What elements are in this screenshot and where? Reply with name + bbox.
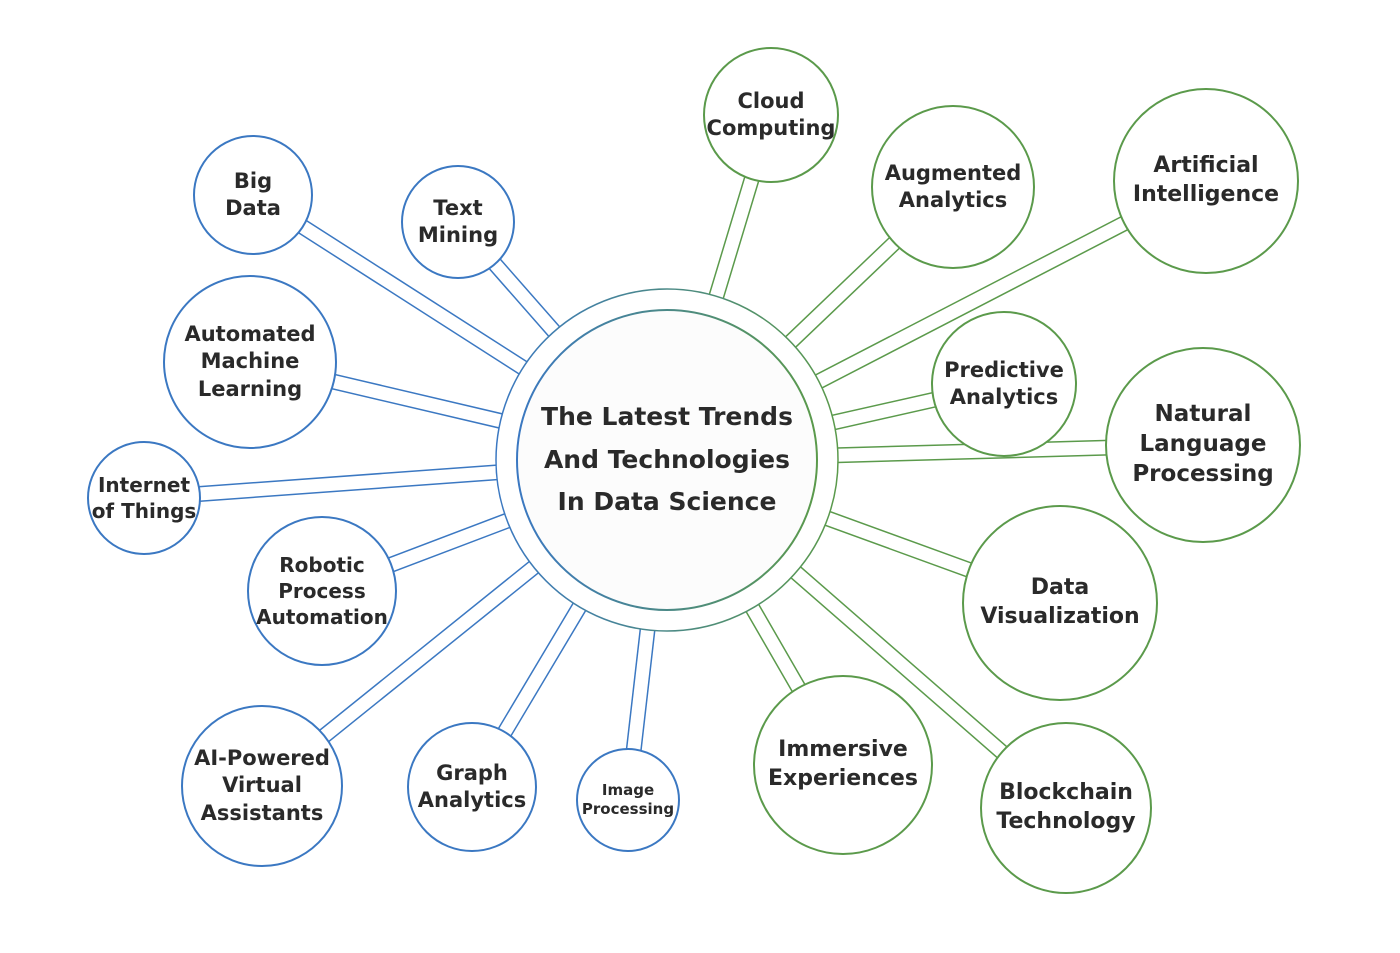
topic-node: Augmented Analytics [871,105,1035,269]
topic-label: Big Data [225,168,281,220]
topic-label: Natural Language Processing [1132,401,1274,487]
center-circle [516,309,818,611]
center-title: The Latest Trends And Technologies In Da… [541,402,793,517]
topic-label: Artificial Intelligence [1132,153,1280,207]
topic-label: Immersive Experiences [768,737,918,791]
topic-node: Text Mining [401,165,515,279]
topic-node: Blockchain Technology [980,722,1152,894]
topic-node: Cloud Computing [703,47,839,183]
topic-label: Augmented Analytics [884,160,1022,212]
topic-label: Automated Machine Learning [184,322,316,401]
topic-label: Text Mining [417,195,499,247]
topic-node: Immersive Experiences [753,675,933,855]
topic-node: Natural Language Processing [1105,347,1301,543]
topic-node: AI-Powered Virtual Assistants [181,705,343,867]
topic-node: Big Data [193,135,313,255]
topic-node: Robotic Process Automation [247,516,397,666]
topic-label: Data Visualization [980,575,1140,629]
topic-node: Predictive Analytics [931,311,1077,457]
topic-node: Automated Machine Learning [163,275,337,449]
topic-label: AI-Powered Virtual Assistants [194,746,330,825]
topic-label: Predictive Analytics [944,357,1064,409]
topic-label: Blockchain Technology [996,780,1136,834]
topic-label: Graph Analytics [417,760,527,812]
topic-node: Data Visualization [962,505,1158,701]
topic-label: Cloud Computing [706,88,836,140]
topic-label: Internet of Things [91,473,197,523]
topic-label: Image Processing [581,780,675,819]
topic-node: Artificial Intelligence [1113,88,1299,274]
topic-label: Robotic Process Automation [256,553,388,629]
topic-node: Internet of Things [87,441,201,555]
topic-node: Image Processing [576,748,680,852]
topic-node: Graph Analytics [407,722,537,852]
